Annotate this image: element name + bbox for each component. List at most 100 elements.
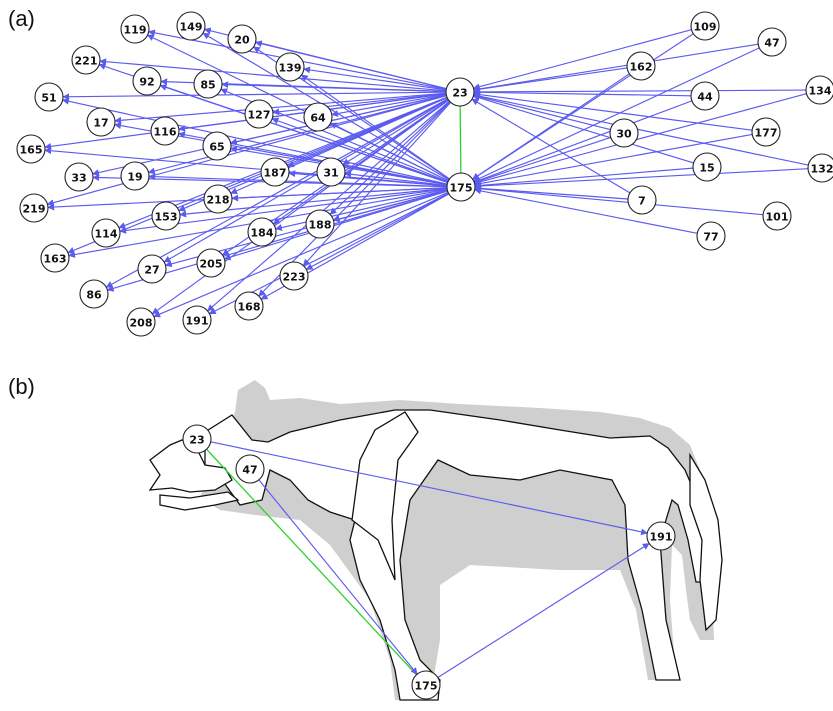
node-51: 51	[34, 82, 64, 112]
node-label: 208	[130, 317, 153, 330]
node-label: 101	[766, 211, 789, 224]
green-edge-23-175	[459, 105, 462, 174]
node-label: 20	[234, 34, 250, 47]
node-163: 163	[40, 243, 70, 273]
edge-162-175	[472, 73, 630, 180]
edge-101-175	[474, 185, 764, 216]
edge-44-175	[473, 100, 693, 184]
node-label: 92	[139, 76, 154, 89]
node-109: 109	[690, 11, 720, 41]
edge-175-223	[305, 193, 449, 270]
node-label: 19	[127, 171, 142, 184]
graph-b-edges	[206, 441, 650, 678]
node-label: 223	[283, 271, 306, 284]
node-label: 218	[207, 194, 230, 207]
node-label: 30	[616, 128, 632, 141]
node-77: 77	[696, 221, 726, 251]
edge-77-175	[474, 187, 698, 234]
node-205: 205	[196, 248, 226, 278]
edge-23-17	[114, 92, 447, 124]
edge-23-33	[91, 94, 447, 176]
edge-175-165	[44, 147, 448, 187]
edge-175-64	[329, 122, 449, 182]
edge-177-23	[473, 91, 753, 131]
edge-175-208	[153, 191, 449, 318]
node-label: 168	[238, 301, 261, 314]
edge-23-64	[331, 93, 447, 117]
node-208: 208	[126, 307, 156, 337]
node-label: 205	[200, 258, 223, 271]
node-label: 23	[189, 434, 204, 447]
edge-175-187	[288, 170, 448, 187]
edge-7-23	[471, 98, 631, 194]
node-label: 65	[209, 141, 224, 154]
node-label: 153	[155, 211, 178, 224]
node-114: 114	[91, 218, 121, 248]
node-label: 64	[310, 112, 326, 125]
animal-head	[148, 439, 233, 493]
edge-175-184	[274, 189, 448, 231]
edge-132-23	[473, 92, 809, 166]
edge-23-139	[303, 66, 447, 91]
node-label: 139	[279, 62, 302, 75]
node-139: 139	[275, 52, 305, 82]
b-edge-23-191	[210, 441, 648, 536]
edge-30-23	[472, 93, 611, 131]
node-177: 177	[751, 117, 781, 147]
edge-175-31	[344, 170, 448, 186]
node-223: 223	[279, 261, 309, 291]
node-label: 134	[809, 85, 832, 98]
node-label: 163	[44, 253, 67, 266]
node-153: 153	[151, 201, 181, 231]
node-label: 7	[638, 195, 646, 208]
edge-175-127	[271, 117, 449, 183]
node-101: 101	[762, 201, 792, 231]
node-label: 188	[309, 219, 332, 232]
node-label: 33	[71, 172, 86, 185]
node-191: 191	[182, 305, 212, 335]
edge-175-219	[47, 187, 448, 211]
node-label: 132	[811, 163, 833, 176]
node-label: 116	[154, 126, 177, 139]
edge-47-175	[473, 47, 760, 182]
b-node-23: 23	[182, 424, 212, 454]
node-165: 165	[16, 134, 46, 164]
node-92: 92	[132, 66, 162, 96]
node-label: 175	[415, 680, 438, 693]
panel-a-label: (a)	[8, 6, 35, 31]
node-23: 23	[445, 77, 475, 107]
edge-177-175	[474, 133, 753, 187]
edge-44-23	[473, 88, 692, 97]
edge-30-175	[473, 136, 611, 184]
node-label: 86	[86, 289, 102, 302]
node-label: 184	[251, 227, 274, 240]
node-19: 19	[120, 161, 150, 191]
node-86: 86	[79, 279, 109, 309]
edge-23-208	[151, 99, 449, 315]
edge-23-31	[342, 98, 449, 166]
node-219: 219	[19, 193, 49, 223]
edge-175-51	[62, 97, 448, 185]
b-green-edge-23-175	[206, 448, 417, 676]
b-node-175: 175	[411, 670, 441, 700]
node-label: 51	[41, 92, 56, 105]
node-label: 175	[450, 182, 473, 195]
node-label: 191	[650, 531, 673, 544]
node-label: 47	[242, 464, 257, 477]
b-node-47: 47	[235, 454, 265, 484]
node-label: 15	[699, 162, 714, 175]
node-label: 114	[95, 228, 118, 241]
edge-175-139	[300, 74, 450, 180]
node-184: 184	[247, 217, 277, 247]
edge-23-219	[46, 95, 447, 207]
node-168: 168	[234, 291, 264, 321]
animal-jaw	[159, 491, 240, 511]
edge-134-23	[473, 88, 807, 96]
node-label: 177	[755, 127, 778, 140]
b-edge-175-191	[437, 543, 650, 678]
node-20: 20	[227, 24, 257, 54]
node-162: 162	[626, 51, 656, 81]
node-7: 7	[627, 185, 657, 215]
node-116: 116	[150, 116, 180, 146]
